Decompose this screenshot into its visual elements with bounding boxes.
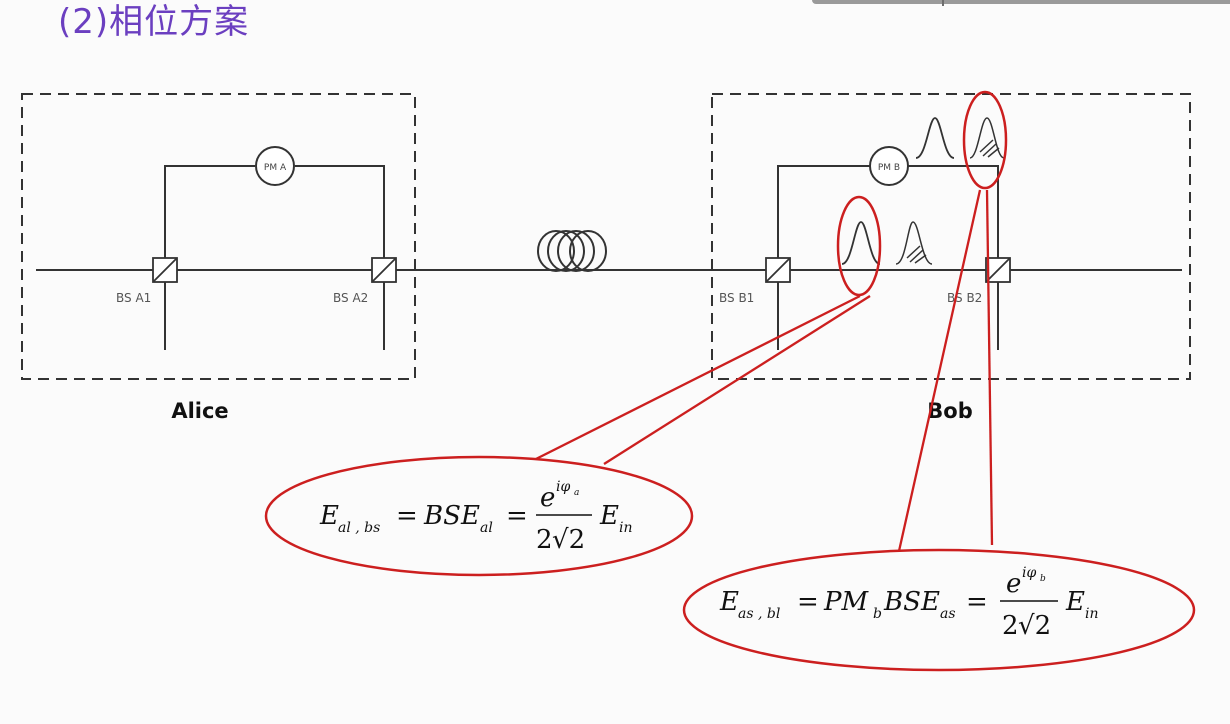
svg-text:al , bs: al , bs — [338, 520, 380, 536]
svg-text:E: E — [920, 587, 940, 617]
svg-text:=: = — [797, 587, 819, 617]
top-toolbar-edge — [812, 0, 1230, 4]
callout-lines — [521, 189, 994, 561]
svg-text:b: b — [873, 606, 882, 622]
svg-text:b: b — [1040, 574, 1046, 584]
svg-text:E: E — [460, 501, 480, 531]
bs-b2 — [985, 257, 1011, 283]
svg-text:√2: √2 — [1018, 611, 1051, 641]
equation-bubble-2 — [682, 548, 1196, 672]
bs-b1 — [765, 257, 791, 283]
alice-box — [21, 93, 416, 380]
pm-a: PM A — [255, 146, 295, 186]
bs-b2-label: BS B2 — [947, 291, 982, 305]
bob-label: Bob — [927, 399, 972, 423]
highlight-pulse-upper — [962, 90, 1008, 190]
bob-box — [711, 93, 1191, 380]
svg-text:=: = — [396, 501, 418, 531]
svg-text:√2: √2 — [552, 525, 585, 555]
highlight-pulse-short — [836, 195, 882, 297]
pulse-long-arm-hatched — [895, 221, 933, 265]
svg-text:al: al — [480, 520, 493, 536]
svg-text:E: E — [719, 587, 739, 617]
svg-text:BS: BS — [883, 587, 921, 617]
bs-a2-label: BS A2 — [333, 291, 368, 305]
svg-text:a: a — [574, 488, 579, 498]
bs-a1 — [152, 257, 178, 283]
bs-a2 — [371, 257, 397, 283]
equation-1: E al , bs = BS E al = e iφ a 2 √2 E in — [319, 479, 633, 555]
slide-title: (2)相位方案 — [58, 2, 250, 42]
svg-text:in: in — [1085, 606, 1099, 622]
alice-label: Alice — [171, 399, 228, 423]
svg-text:e: e — [540, 483, 555, 513]
svg-text:in: in — [619, 520, 633, 536]
equation-bubble-1 — [264, 455, 694, 577]
equation-2: E as , bl = PM b BS E as = e iφ b 2 √2 E… — [719, 565, 1099, 641]
pulse-upper-hatched — [969, 117, 1005, 159]
svg-text:=: = — [506, 501, 528, 531]
svg-text:E: E — [1065, 587, 1085, 617]
svg-text:as: as — [940, 606, 956, 622]
bs-a1-label: BS A1 — [116, 291, 151, 305]
fiber-spool — [537, 230, 610, 272]
svg-text:iφ: iφ — [556, 479, 570, 495]
toolbar-divider — [942, 0, 944, 6]
alice-interferometer — [164, 165, 385, 350]
pm-b-label: PM B — [878, 163, 900, 173]
svg-text:BS: BS — [423, 501, 461, 531]
pm-b: PM B — [869, 146, 909, 186]
pulse-short-arm — [841, 221, 881, 265]
bs-b1-label: BS B1 — [719, 291, 754, 305]
svg-text:as , bl: as , bl — [738, 606, 780, 622]
svg-text:=: = — [966, 587, 988, 617]
pulse-upper — [915, 117, 955, 159]
svg-text:2: 2 — [536, 525, 553, 555]
svg-text:e: e — [1006, 569, 1021, 599]
svg-text:iφ: iφ — [1022, 565, 1036, 581]
svg-text:E: E — [319, 501, 339, 531]
svg-text:2: 2 — [1002, 611, 1019, 641]
svg-text:E: E — [599, 501, 619, 531]
pm-a-label: PM A — [264, 163, 287, 173]
svg-text:PM: PM — [823, 587, 869, 617]
